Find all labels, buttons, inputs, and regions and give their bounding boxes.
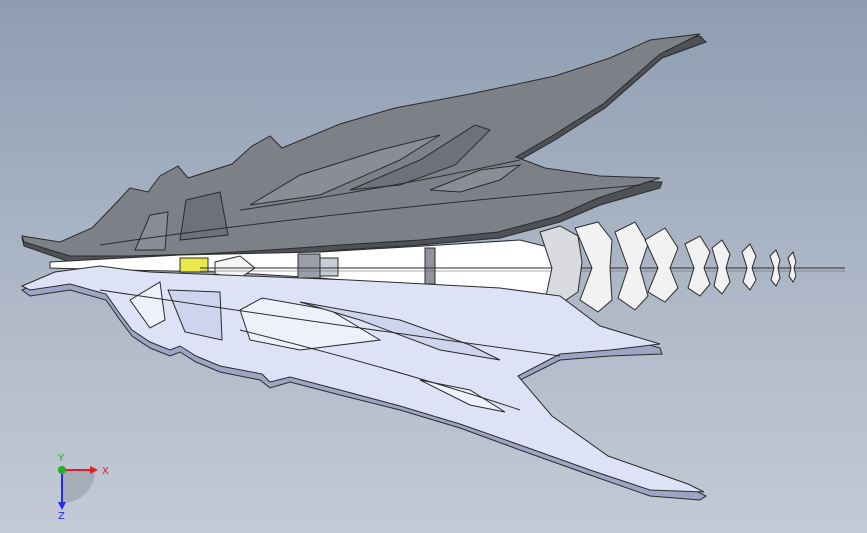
fuselage-highlight: [179, 257, 209, 273]
lower-wing-panel-5: [419, 379, 506, 413]
lower-wing-panel-4: [299, 301, 501, 361]
lower-wing-panel-3: [239, 297, 382, 351]
lower-wing-panel-1: [129, 281, 166, 329]
upper-wing-panel-4: [349, 124, 491, 191]
tail-fin-3: [614, 221, 649, 311]
upper-wing[interactable]: [21, 33, 707, 263]
tail-fin-6: [711, 239, 731, 295]
tail-fin-1: [539, 225, 583, 305]
z-axis-label: Z: [58, 511, 65, 520]
triad-shade: [62, 470, 95, 503]
tail-fin-8: [769, 249, 781, 287]
fuselage-nose: [214, 255, 256, 279]
upper-wing-rib: [239, 159, 521, 211]
fuselage-block-3: [424, 247, 436, 285]
upper-wing-panel-3: [249, 134, 441, 206]
y-axis-label: Y: [57, 453, 65, 464]
upper-wing-panel-5: [429, 164, 522, 193]
lower-wing-rib: [239, 329, 521, 411]
tail-fin-2: [574, 221, 613, 313]
y-axis-dot: [58, 466, 66, 474]
tail-fin-4: [644, 227, 679, 303]
tail-fin-5: [684, 235, 711, 297]
x-axis-arrowhead: [90, 466, 98, 474]
tail-fins[interactable]: [539, 221, 797, 313]
upper-wing-panel-2: [179, 191, 229, 241]
lower-wing-spine: [99, 289, 561, 357]
lower-wing[interactable]: [20, 265, 707, 501]
tail-fin-7: [741, 243, 757, 291]
z-axis-arrowhead: [58, 502, 66, 510]
tail-fin-9: [787, 250, 797, 283]
fuselage-block-2: [319, 257, 339, 277]
upper-wing-panel-1: [134, 211, 169, 251]
coordinate-triad[interactable]: X Y Z: [40, 450, 110, 522]
fuselage-block-1: [297, 253, 321, 279]
x-axis-label: X: [102, 466, 109, 477]
upper-wing-spine: [99, 184, 641, 246]
